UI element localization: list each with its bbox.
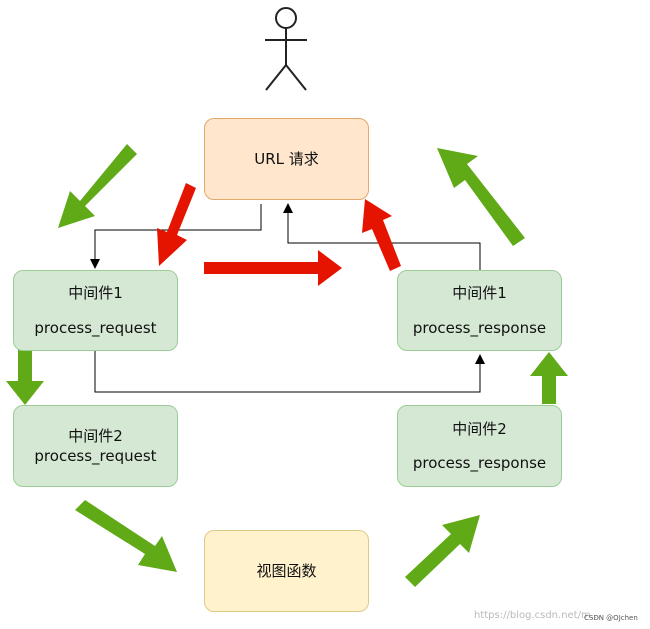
- red-arrow-url-to-mw1: [157, 183, 196, 266]
- green-arrow-into-request: [58, 144, 137, 228]
- green-arrow-from-view: [405, 515, 480, 587]
- red-arrow-request-to-response: [204, 250, 342, 286]
- middleware1-title: 中间件1: [68, 284, 123, 303]
- green-arrow-out-response: [437, 148, 525, 246]
- connector-mw1-left-to-mw1-right: [94, 351, 485, 393]
- red-arrow-mw1-to-url: [362, 199, 401, 271]
- url-request-node: URL 请求: [204, 118, 369, 200]
- middleware1-title: 中间件1: [452, 284, 507, 303]
- watermark-url: https://blog.csdn.net/m...: [474, 610, 601, 621]
- green-arrow-mw2-to-mw1-right: [530, 352, 568, 404]
- green-arrow-mw1-to-mw2-left: [6, 349, 44, 405]
- middleware1-request-node: 中间件1 process_request: [13, 270, 178, 351]
- process-response-label: process_response: [412, 454, 547, 472]
- user-actor-icon: [265, 7, 307, 91]
- middleware1-response-node: 中间件1 process_response: [397, 270, 562, 351]
- process-response-label: process_response: [412, 318, 547, 337]
- url-request-label: URL 请求: [254, 149, 319, 168]
- green-arrow-to-view: [75, 500, 177, 572]
- view-function-label: 视图函数: [256, 561, 317, 580]
- middleware2-title: 中间件2: [452, 419, 507, 438]
- middleware2-title: 中间件2: [68, 426, 123, 445]
- watermark-credit: CSDN @OJchen: [584, 614, 638, 622]
- process-request-label: process_request: [34, 318, 157, 337]
- view-function-node: 视图函数: [204, 530, 369, 612]
- middleware2-response-node: 中间件2 process_response: [397, 405, 562, 487]
- process-request-label: process_request: [34, 447, 157, 465]
- middleware2-request-node: 中间件2 process_request: [13, 405, 178, 487]
